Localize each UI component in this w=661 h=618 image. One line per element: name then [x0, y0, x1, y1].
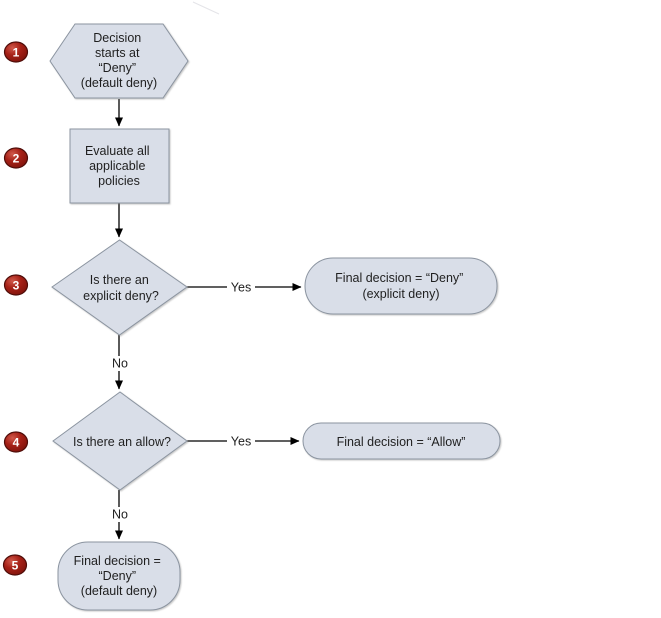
node-final-deny-explicit: Final decision = “Deny” (explicit deny) — [304, 257, 498, 315]
final-deny-default-text: Final decision = “Deny” (default deny) — [74, 554, 165, 598]
badge-2: 2 — [3, 147, 29, 169]
badge-1-circle — [3, 41, 29, 63]
badge-5-circle — [2, 554, 28, 576]
badge-4-circle — [3, 431, 29, 453]
label-bg — [108, 507, 131, 522]
node-allow-question: Is there an allow? — [52, 391, 188, 491]
final-allow-stadium — [302, 422, 501, 460]
badge-3-number: 3 — [13, 279, 20, 293]
badge-2-circle — [3, 147, 29, 169]
evaluate-rect — [69, 128, 170, 204]
badge-2-number: 2 — [13, 152, 20, 166]
allow-question-text: Is there an allow? — [73, 435, 171, 449]
label-bg — [227, 280, 255, 294]
edge-label-yes-2: Yes — [231, 435, 251, 449]
evaluate-text: Evaluate all applicable policies — [85, 144, 153, 188]
badge-5: 5 — [2, 554, 28, 576]
badge-1: 1 — [3, 41, 29, 63]
start-text: Decision starts at “Deny” (default deny) — [81, 31, 157, 90]
badge-4-number: 4 — [13, 436, 20, 450]
badge-3: 3 — [3, 274, 29, 296]
explicit-deny-text: Is there an explicit deny? — [83, 273, 159, 303]
stray-line — [192, 1, 220, 15]
allow-diamond — [52, 391, 188, 491]
node-final-deny-default: Final decision = “Deny” (default deny) — [57, 541, 181, 611]
final-allow-text: Final decision = “Allow” — [337, 435, 466, 449]
start-hexagon — [49, 23, 189, 99]
step-badges: 1 2 3 4 5 — [2, 41, 29, 576]
final-deny-explicit-text: Final decision = “Deny” (explicit deny) — [335, 271, 467, 301]
node-start: Decision starts at “Deny” (default deny) — [49, 23, 189, 99]
badge-5-number: 5 — [12, 559, 19, 573]
node-evaluate: Evaluate all applicable policies — [69, 128, 170, 204]
badge-4: 4 — [3, 431, 29, 453]
node-explicit-deny-question: Is there an explicit deny? — [51, 239, 188, 336]
edge-label-yes-1: Yes — [231, 281, 251, 295]
final-deny-explicit-stadium — [304, 257, 498, 315]
label-bg — [108, 356, 131, 371]
badge-1-number: 1 — [13, 46, 20, 60]
edge-label-no-2: No — [112, 508, 128, 522]
badge-3-circle — [3, 274, 29, 296]
edge-labels: Yes No Yes No — [108, 280, 255, 522]
final-deny-default-stadium — [57, 541, 181, 611]
explicit-deny-diamond — [51, 239, 188, 336]
label-bg — [227, 434, 255, 448]
node-final-allow: Final decision = “Allow” — [302, 422, 501, 460]
edge-label-no-1: No — [112, 357, 128, 371]
